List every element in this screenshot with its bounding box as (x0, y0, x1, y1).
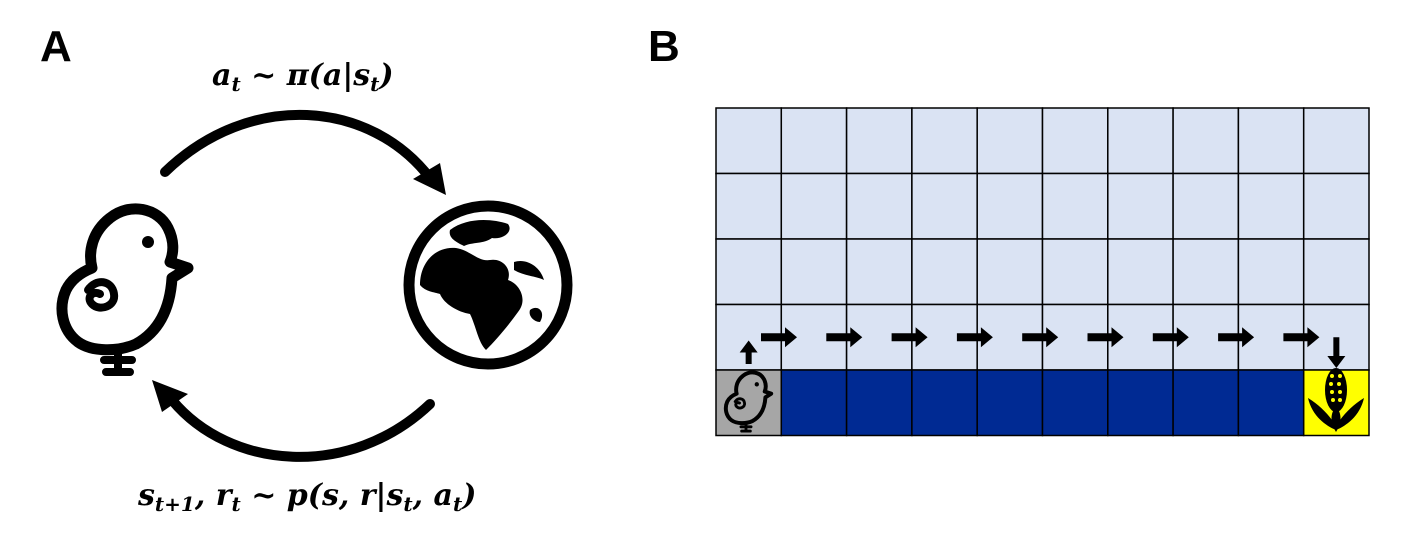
grid-cell (715, 238, 783, 306)
action-arrowhead-icon (413, 163, 446, 195)
grid-cell (1172, 238, 1240, 306)
grid-cell (1172, 172, 1240, 240)
grid-cell (1107, 238, 1174, 306)
cliff-cell (780, 369, 848, 437)
grid-cell (1302, 107, 1370, 175)
cliff-cell (1041, 369, 1109, 437)
grid-cell (1107, 107, 1174, 175)
right-arrow-icon (1022, 327, 1059, 348)
feedback-arrow-icon (167, 395, 435, 462)
action-arrow-icon (160, 109, 435, 183)
chick-icon (62, 209, 188, 372)
cliff-cell (911, 369, 978, 437)
path-arrows (739, 327, 1346, 368)
grid-cell (1302, 172, 1370, 240)
grid-cell (845, 107, 913, 175)
grid-cell (845, 238, 913, 306)
cliff-cell (1237, 369, 1305, 437)
right-arrow-icon (891, 327, 928, 348)
grid-cell (976, 238, 1044, 306)
right-arrow-icon (1283, 327, 1320, 348)
grid-cell (1107, 172, 1174, 240)
up-arrow-icon (739, 340, 758, 364)
action-policy-equation: at ~ π(a|st) (212, 58, 394, 96)
globe-icon (403, 200, 573, 370)
right-arrow-icon (1218, 327, 1255, 348)
transition-equation: st+1, rt ~ p(s, r|st, at) (138, 478, 477, 516)
grid-cell (1237, 172, 1305, 240)
grid-cell (845, 172, 913, 240)
grid-cell (1237, 107, 1305, 175)
grid-cell (911, 172, 978, 240)
grid-cell (780, 172, 848, 240)
cliff-cell (1172, 369, 1240, 437)
cliff-cell (976, 369, 1044, 437)
grid-cell (1172, 107, 1240, 175)
grid-cell (715, 172, 783, 240)
down-arrow-icon (1327, 337, 1346, 368)
grid-cell (1041, 107, 1109, 175)
grid-cell (911, 238, 978, 306)
grid-cell (715, 107, 783, 175)
grid-cell (1041, 238, 1109, 306)
feedback-arrowhead-icon (152, 380, 188, 412)
cliff-cell (845, 369, 913, 437)
grid-cell (976, 107, 1044, 175)
right-arrow-icon (1152, 327, 1189, 348)
grid-cell (976, 172, 1044, 240)
grid-cell (911, 107, 978, 175)
grid-cell (1041, 172, 1109, 240)
right-arrow-icon (826, 327, 863, 348)
panel-label-b: B (648, 22, 680, 71)
corn-icon (1308, 368, 1364, 432)
right-arrow-icon (761, 327, 797, 348)
grid-cell (1237, 238, 1305, 306)
grid-cell (780, 107, 848, 175)
right-arrow-icon (956, 327, 993, 348)
right-arrow-icon (1087, 327, 1124, 348)
cliff-cell (1107, 369, 1174, 437)
gridworld (715, 107, 1370, 437)
panel-label-a: A (40, 22, 72, 71)
grid-cell (780, 238, 848, 306)
grid-cell (1302, 238, 1370, 306)
